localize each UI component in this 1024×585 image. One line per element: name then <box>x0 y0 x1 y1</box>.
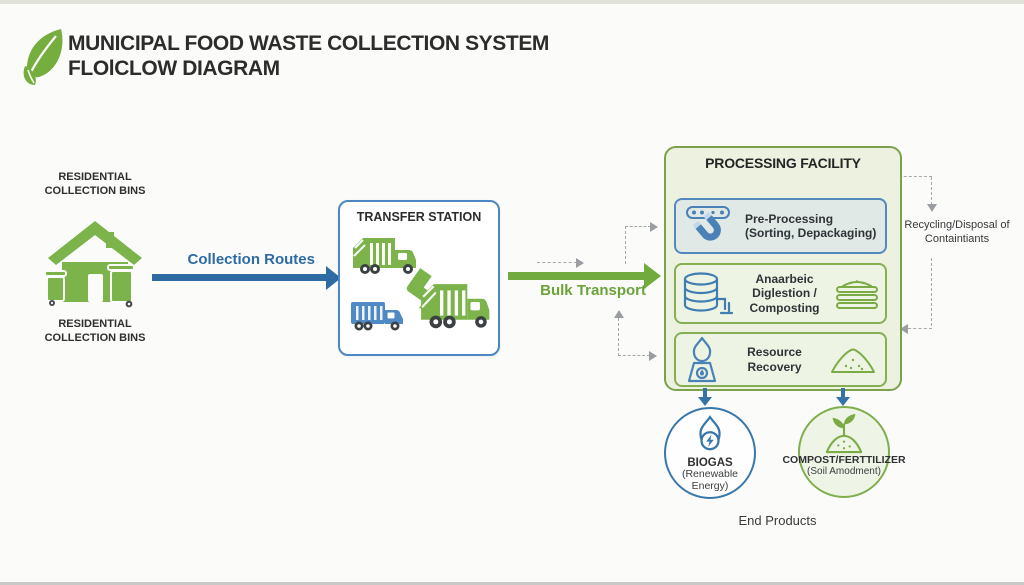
processing-facility-box: PROCESSING FACILITY Pre-Processing (Sort… <box>664 146 902 391</box>
garbage-truck-icon <box>353 238 416 274</box>
transfer-trucks-icon <box>351 238 490 331</box>
compost-sprout-icon <box>825 413 863 454</box>
flame-burner-icon <box>687 336 717 382</box>
dashed-connector <box>625 226 626 264</box>
step-resource-recovery-text: Resource Recovery <box>747 345 802 374</box>
dashed-connector <box>908 328 932 329</box>
transfer-station-box: TRANSFER STATION <box>338 200 500 356</box>
residential-label-bottom: RESIDENTIAL COLLECTION BINS <box>44 318 146 344</box>
bulk-transport-label: Bulk Transport <box>540 282 646 299</box>
biogas-connector <box>703 388 707 398</box>
dashed-arrowhead-right <box>649 351 657 361</box>
bottom-edge-strip <box>0 582 1024 585</box>
collection-routes-arrowhead <box>326 266 341 290</box>
magnet-conveyor-icon <box>686 206 730 241</box>
collection-routes-arrow <box>152 274 327 281</box>
garbage-truck-large-icon <box>421 284 490 329</box>
dashed-arrowhead-right <box>650 222 658 232</box>
dashed-arrowhead-down <box>927 204 937 212</box>
dashed-arrowhead-up <box>614 310 624 318</box>
biogas-circle: BIOGAS (Renewable Energy) <box>664 407 756 499</box>
box-truck-icon <box>351 302 403 331</box>
leaf-logo-icon <box>23 29 63 85</box>
page-title: MUNICIPAL FOOD WASTE COLLECTION SYSTEM F… <box>68 31 549 81</box>
step-pre-processing: Pre-Processing (Sorting, Depackaging) <box>674 198 887 254</box>
dashed-connector <box>537 262 577 263</box>
bulk-transport-arrowhead <box>644 263 661 289</box>
house-with-bins-icon <box>45 221 142 308</box>
compost-connector <box>841 388 845 398</box>
page-title-line1: MUNICIPAL FOOD WASTE COLLECTION SYSTEM <box>68 32 550 55</box>
compost-circle: COMPOST/FERTTILIZER (Soil Amodment) <box>782 406 906 498</box>
page-title-line2: FLOlCLOW DIAGRAM <box>68 57 280 80</box>
dashed-connector <box>618 318 619 356</box>
material-pile-icon <box>831 348 875 373</box>
biogas-subtitle-line2: Energy) <box>691 479 729 492</box>
step-anaerobic-digestion-text: Anaarbeic Diglestion / Composting <box>749 271 820 315</box>
recycling-disposal-note: Recycling/Disposal of Containtiants <box>904 219 1010 245</box>
dashed-connector <box>931 258 932 326</box>
step-anaerobic-digestion: Anaarbeic Diglestion / Composting <box>674 263 887 324</box>
residential-label-top: RESIDENTIAL COLLECTION BINS <box>44 171 146 197</box>
collection-routes-label: Collection Routes <box>187 251 315 268</box>
top-edge-strip <box>0 0 1024 4</box>
biogas-flame-icon <box>699 415 721 451</box>
biogas-subtitle-line1: (Renewable <box>681 468 739 480</box>
dashed-connector <box>618 355 650 356</box>
step-resource-recovery: Resource Recovery <box>674 332 887 387</box>
step-pre-processing-text: Pre-Processing (Sorting, Depackaging) <box>745 211 877 241</box>
compost-connector-arrowhead <box>836 397 850 406</box>
bulk-transport-arrow <box>508 272 644 280</box>
compost-crate-icon <box>836 279 878 309</box>
compost-subtitle: (Soil Amodment) <box>807 466 881 477</box>
processing-facility-title: PROCESSING FACILITY <box>705 155 861 171</box>
biogas-title: BIOGAS <box>687 457 733 469</box>
compost-title: COMPOST/FERTTILIZER <box>782 454 906 466</box>
dashed-arrowhead-left <box>900 324 908 334</box>
end-products-label: End Products <box>738 513 817 528</box>
dashed-arrowhead-right <box>576 258 584 268</box>
transfer-station-title: TRANSFER STATION <box>356 210 482 224</box>
dashed-connector <box>931 177 932 205</box>
digester-tank-icon <box>683 271 734 314</box>
biogas-connector-arrowhead <box>698 397 712 406</box>
dashed-connector <box>625 226 651 227</box>
